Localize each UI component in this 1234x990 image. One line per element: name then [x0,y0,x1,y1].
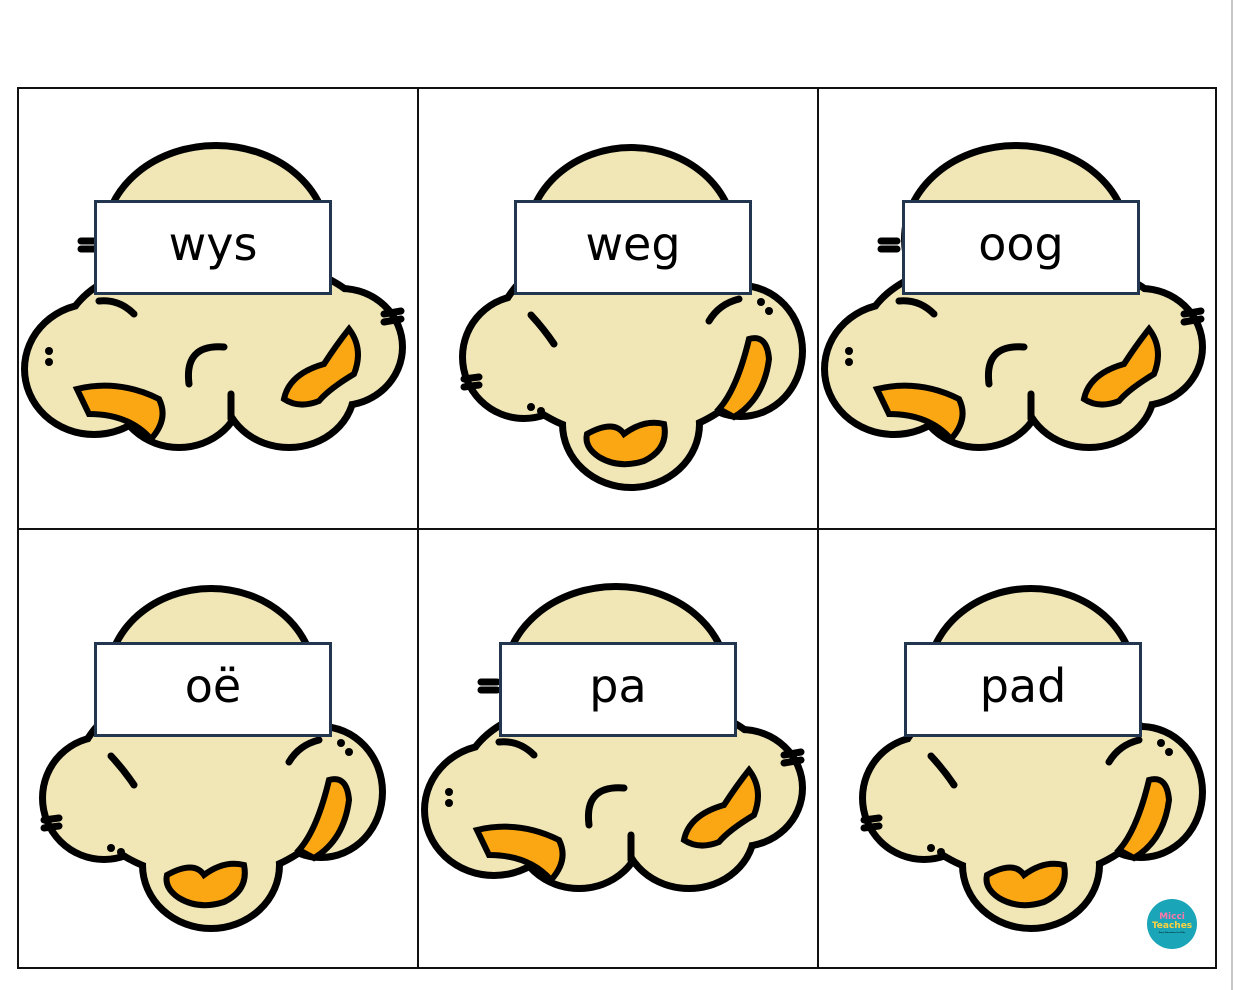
popcorn-icon [419,530,819,971]
word-label: oog [902,200,1140,295]
card-pa: pa [419,530,819,971]
card-oog: oog [819,89,1219,530]
page-edge-line [1231,0,1233,990]
card-grid: wys weg oog oë pa pad [17,87,1217,969]
row-divider [19,528,1215,530]
column-divider [417,89,419,967]
word-label: wys [94,200,332,295]
card-pad: pad [819,530,1219,971]
word-label: pad [904,642,1142,737]
logo-tagline: Easy Education for Kids [1158,932,1186,934]
popcorn-icon [19,530,419,971]
logo-line1: Micci [1159,912,1185,922]
word-label: oë [94,642,332,737]
logo-line2: Teaches [1151,921,1193,931]
card-weg: weg [419,89,819,530]
card-wys: wys [19,89,419,530]
popcorn-icon [19,89,419,530]
word-label: weg [514,200,752,295]
column-divider [817,89,819,967]
card-oe: oë [19,530,419,971]
micci-teaches-logo: Micci Teaches Easy Education for Kids [1147,899,1197,949]
popcorn-icon [819,89,1219,530]
popcorn-icon [419,89,819,530]
word-label: pa [499,642,737,737]
